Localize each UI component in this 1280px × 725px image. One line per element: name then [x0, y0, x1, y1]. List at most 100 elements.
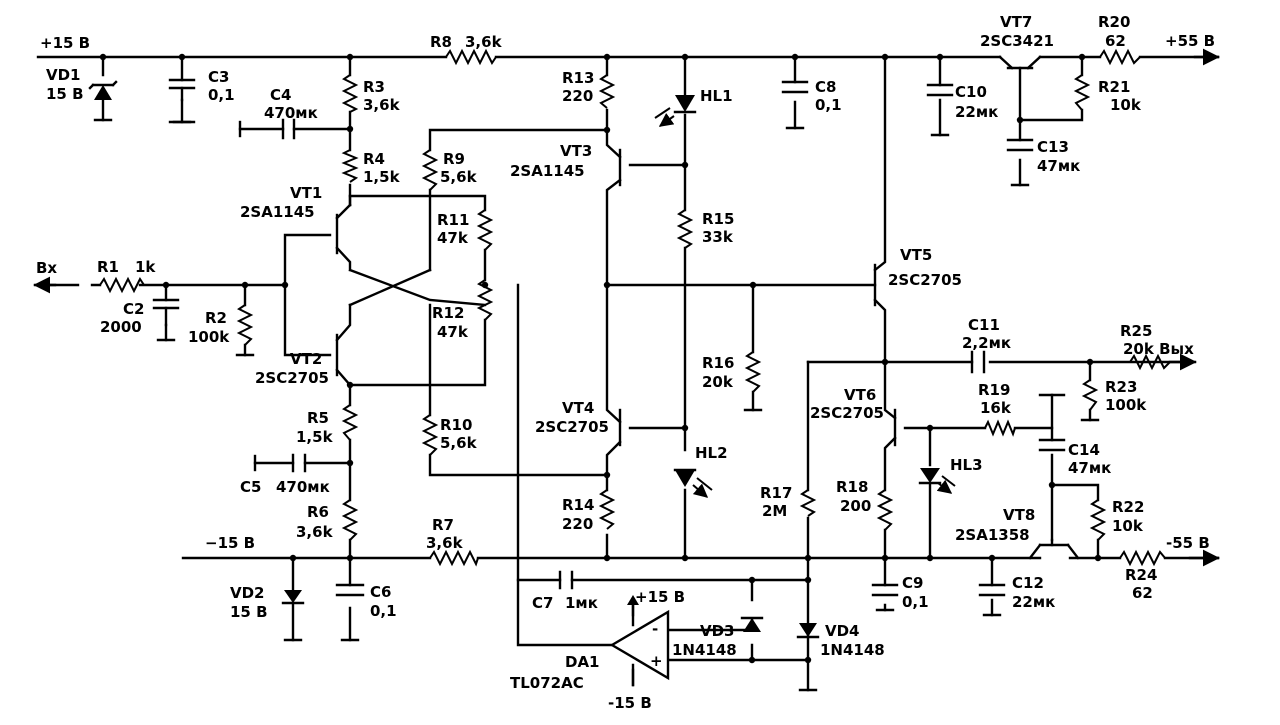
c10-val: 22мк — [955, 103, 998, 121]
opamp-symbol — [609, 595, 670, 687]
c8-ref: C8 — [815, 78, 836, 96]
labels: +15 В −15 В +55 В -55 В Вх R25 20k Вых V… — [36, 13, 1215, 712]
c6-val: 0,1 — [370, 602, 397, 620]
r19-ref: R19 — [978, 381, 1010, 399]
io-arrows — [33, 48, 1220, 567]
vt7-ref: VT7 — [1000, 13, 1032, 31]
r1-val: 1k — [135, 258, 156, 276]
vd2-val: 15 В — [230, 603, 268, 621]
r10-ref: R10 — [440, 416, 472, 434]
c5-ref: C5 — [240, 478, 261, 496]
c13-ref: C13 — [1037, 138, 1069, 156]
junctions — [99, 53, 1102, 664]
vt5-ref: VT5 — [900, 246, 932, 264]
r12-ref: R12 — [432, 304, 464, 322]
r2-ref: R2 — [205, 309, 227, 327]
c8-val: 0,1 — [815, 96, 842, 114]
r17-val: 2M — [762, 502, 787, 520]
c14-val: 47мк — [1068, 459, 1111, 477]
vt3-part: 2SA1145 — [510, 162, 585, 180]
label-m55: -55 В — [1166, 534, 1210, 552]
transistor-symbols — [335, 66, 1080, 560]
c2-ref: C2 — [123, 300, 144, 318]
r21-ref: R21 — [1098, 78, 1130, 96]
c3-val: 0,1 — [208, 86, 235, 104]
r6-val: 3,6k — [296, 523, 334, 541]
vd3-val: 1N4148 — [672, 641, 737, 659]
hl3-ref: HL3 — [950, 456, 983, 474]
r16-ref: R16 — [702, 354, 734, 372]
r9-ref: R9 — [443, 150, 465, 168]
r2-val: 100k — [188, 328, 230, 346]
vt2-part: 2SC2705 — [255, 369, 329, 387]
vd1-val: 15 В — [46, 85, 84, 103]
r24-val: 62 — [1132, 584, 1153, 602]
ground-symbols — [93, 118, 1100, 692]
r13-ref: R13 — [562, 69, 594, 87]
vt8-ref: VT8 — [1003, 506, 1035, 524]
vt7-part: 2SC3421 — [980, 32, 1054, 50]
r7-val: 3,6k — [426, 534, 464, 552]
label-p55: +55 В — [1165, 32, 1215, 50]
vd1-ref: VD1 — [46, 66, 81, 84]
vt1-part: 2SA1145 — [240, 203, 315, 221]
r3-ref: R3 — [363, 78, 385, 96]
r16-val: 20k — [702, 373, 734, 391]
label-m15: −15 В — [205, 534, 255, 552]
c11-val: 2,2мк — [962, 334, 1011, 352]
r18-val: 200 — [840, 497, 871, 515]
hl1-ref: HL1 — [700, 87, 733, 105]
r11-val: 47k — [437, 229, 469, 247]
r17-ref: R17 — [760, 484, 792, 502]
resistor-symbols — [99, 48, 1171, 567]
r21-val: 10k — [1110, 96, 1142, 114]
r18-ref: R18 — [836, 478, 868, 496]
c12-val: 22мк — [1012, 593, 1055, 611]
r15-val: 33k — [702, 228, 734, 246]
vd2-ref: VD2 — [230, 584, 265, 602]
diode-symbols — [88, 80, 955, 642]
vt2-ref: VT2 — [290, 350, 322, 368]
label-out-val: 20k Вых — [1123, 340, 1194, 358]
r8-ref: R8 — [430, 33, 452, 51]
r20-ref: R20 — [1098, 13, 1130, 31]
r1-ref: R1 — [97, 258, 119, 276]
c2-val: 2000 — [100, 318, 142, 336]
c11-ref: C11 — [968, 316, 1000, 334]
r7-ref: R7 — [432, 516, 454, 534]
r13-val: 220 — [562, 87, 593, 105]
r15-ref: R15 — [702, 210, 734, 228]
opamp-plus-pin: + — [650, 652, 663, 670]
vt6-part: 2SC2705 — [810, 404, 884, 422]
label-input: Вх — [36, 259, 57, 277]
r23-val: 100k — [1105, 396, 1147, 414]
c12-ref: C12 — [1012, 574, 1044, 592]
opamp-part: TL072AC — [510, 674, 584, 692]
r5-val: 1,5k — [296, 428, 334, 446]
r12-val: 47k — [437, 323, 469, 341]
c13-val: 47мк — [1037, 157, 1080, 175]
r14-ref: R14 — [562, 496, 594, 514]
vt4-ref: VT4 — [562, 399, 594, 417]
vt3-ref: VT3 — [560, 142, 592, 160]
vt8-part: 2SA1358 — [955, 526, 1030, 544]
c7-ref: C7 — [532, 594, 553, 612]
opamp-ref: DA1 — [565, 653, 600, 671]
c6-ref: C6 — [370, 583, 391, 601]
capacitor-symbols — [152, 78, 1066, 597]
vd4-ref: VD4 — [825, 622, 860, 640]
r24-ref: R24 — [1125, 566, 1157, 584]
r11-ref: R11 — [437, 211, 469, 229]
vt4-part: 2SC2705 — [535, 418, 609, 436]
c7-val: 1мк — [565, 594, 598, 612]
vd3-ref: VD3 — [700, 622, 735, 640]
c4-ref: C4 — [270, 86, 291, 104]
r20-val: 62 — [1105, 32, 1126, 50]
vt1-ref: VT1 — [290, 184, 322, 202]
hl2-ref: HL2 — [695, 444, 728, 462]
label-out-res: R25 — [1120, 322, 1152, 340]
r22-val: 10k — [1112, 517, 1144, 535]
r4-val: 1,5k — [363, 168, 401, 186]
opamp-vneg: -15 В — [608, 694, 652, 712]
